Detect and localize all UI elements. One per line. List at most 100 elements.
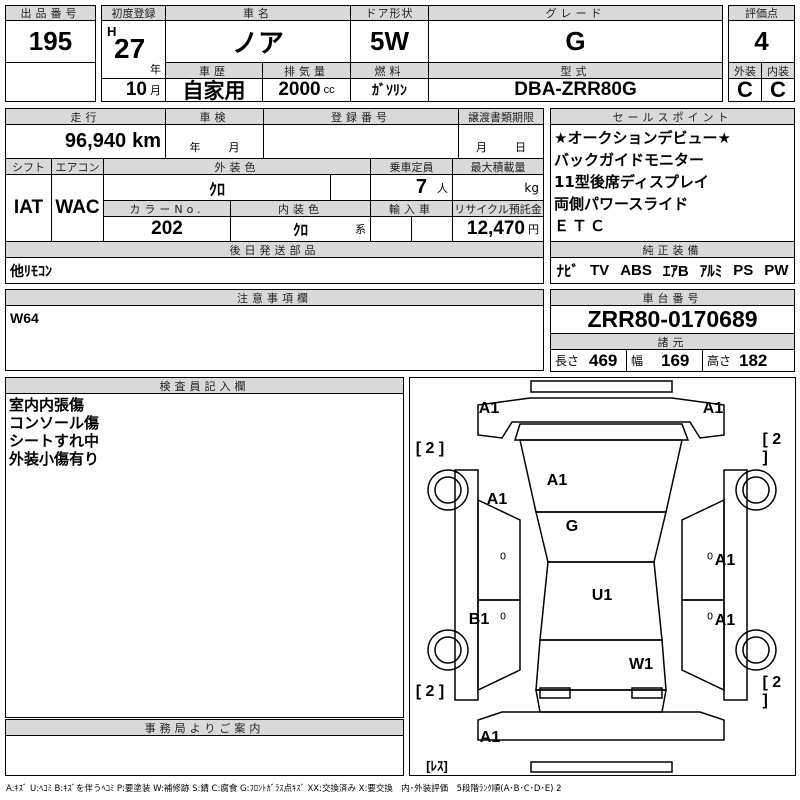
sale-point: ★オークションデビュー★ bbox=[554, 129, 731, 147]
equipment-item: ﾅﾋﾞ bbox=[556, 263, 580, 280]
damage-mark: A1 bbox=[702, 400, 724, 417]
recycle-number: 12,470 bbox=[466, 218, 525, 239]
notes-value: W64 bbox=[5, 305, 544, 371]
chassis-value: ZRR80-0170689 bbox=[550, 305, 795, 334]
damage-mark: A1 bbox=[486, 491, 508, 508]
inspector-note: 室内内張傷 bbox=[9, 396, 85, 414]
later-parts-label: 後日発送部品 bbox=[5, 241, 544, 258]
inspection-label: 車検 bbox=[165, 108, 264, 125]
door-marker: 0 bbox=[706, 551, 714, 563]
damage-mark: W1 bbox=[629, 656, 653, 673]
door-marker: 0 bbox=[499, 611, 507, 623]
reg-number-value bbox=[263, 124, 459, 159]
damage-mark: [ 2 ] bbox=[415, 683, 445, 700]
car-name-label: 車名 bbox=[165, 5, 351, 21]
legend: A:ｷｽﾞ U:ﾍｺﾐ B:ｷｽﾞを伴うﾍｺﾐ P:要塗装 W:補修跡 S:錆 … bbox=[6, 784, 562, 794]
capacity-unit: 人 bbox=[437, 182, 448, 195]
model-value: DBA-ZRR80G bbox=[428, 78, 723, 102]
damage-mark: [ 2 ] bbox=[415, 440, 445, 457]
car-diagram bbox=[409, 377, 796, 776]
int-score: C bbox=[761, 78, 795, 102]
door-marker: 0 bbox=[499, 551, 507, 563]
year-unit: 年 bbox=[150, 64, 161, 76]
ext-color-blank bbox=[330, 174, 371, 201]
inspection-year-unit: 年 bbox=[189, 141, 201, 154]
equipment-item: ｱﾙﾐ bbox=[699, 263, 723, 280]
max-load-label: 最大積載量 bbox=[452, 158, 544, 175]
inspection-month-unit: 月 bbox=[228, 141, 240, 154]
recycle-label: リサイクル預託金 bbox=[452, 200, 544, 217]
displacement-unit: cc bbox=[323, 84, 335, 96]
equipment-item: ABS bbox=[620, 262, 652, 279]
width-label: 幅 bbox=[631, 354, 644, 368]
month-unit: 月 bbox=[150, 85, 161, 97]
door-value: 5W bbox=[350, 20, 429, 63]
displacement-label: 排気量 bbox=[262, 62, 351, 79]
int-color-label: 内装色 bbox=[230, 200, 371, 217]
shift-value: IAT bbox=[5, 174, 52, 242]
score-value: 4 bbox=[728, 20, 795, 63]
damage-mark: A1 bbox=[479, 729, 501, 746]
specs-label: 諸元 bbox=[550, 333, 795, 350]
chassis-label: 車台番号 bbox=[550, 289, 795, 306]
sale-point: 両側パワースライド bbox=[554, 195, 689, 213]
equipment-list: ﾅﾋﾞ TV ABS ｴｱB ｱﾙﾐ PS PW bbox=[550, 257, 795, 284]
import-value-1 bbox=[370, 216, 412, 242]
int-color-unit: 系 bbox=[355, 224, 366, 236]
era: H bbox=[107, 24, 117, 39]
damage-mark: A1 bbox=[546, 472, 568, 489]
length-value: 469 bbox=[589, 350, 618, 370]
equipment-item: PS bbox=[733, 262, 754, 279]
model-label: 型式 bbox=[428, 62, 723, 79]
shift-label: シフト bbox=[5, 158, 52, 175]
inspector-notes: 室内内張傷 コンソール傷 シートすれ中 外装小傷有り bbox=[5, 393, 404, 718]
lot-blank bbox=[5, 62, 96, 102]
damage-mark: A1 bbox=[714, 552, 736, 569]
int-score-label: 内装 bbox=[761, 62, 795, 79]
lot-number: 195 bbox=[5, 20, 96, 63]
reg-number-label: 登録番号 bbox=[263, 108, 459, 125]
int-color-text: ｸﾛ bbox=[292, 221, 308, 239]
damage-mark: U1 bbox=[591, 587, 613, 604]
damage-mark: B1 bbox=[468, 611, 490, 628]
ext-color-label: 外装色 bbox=[103, 158, 371, 175]
sale-point: ＥＴＣ bbox=[554, 217, 609, 235]
damage-mark: [ 2 ] bbox=[762, 674, 782, 709]
color-no-value: 202 bbox=[103, 216, 231, 242]
transfer-label: 譲渡書類期限 bbox=[458, 108, 544, 125]
import-label: 輸入車 bbox=[370, 200, 453, 217]
recycle-unit: 円 bbox=[528, 224, 539, 236]
score-label: 評価点 bbox=[728, 5, 795, 21]
displacement-number: 2000 bbox=[278, 79, 321, 100]
damage-mark: [ﾚｽ] bbox=[426, 758, 448, 774]
equipment-item: TV bbox=[590, 262, 610, 279]
year: 27 bbox=[114, 33, 146, 64]
damage-mark: [ 2 ] bbox=[762, 431, 782, 466]
later-parts-value: 他ﾘﾓｺﾝ bbox=[5, 257, 544, 284]
month: 10 bbox=[125, 79, 147, 100]
mileage-number: 96,940 bbox=[64, 130, 127, 152]
first-reg-year: H 27 年 bbox=[101, 20, 166, 79]
car-name: ノア bbox=[165, 20, 351, 63]
transfer-day-unit: 日 bbox=[515, 141, 526, 154]
damage-mark: A1 bbox=[478, 400, 500, 417]
transfer-month-unit: 月 bbox=[476, 141, 487, 154]
fuel-label: 燃料 bbox=[350, 62, 429, 79]
inspector-note: シートすれ中 bbox=[9, 432, 100, 450]
sale-points-list: ★オークションデビュー★ バックガイドモニター 11型後席ディスプレイ 両側パワ… bbox=[550, 124, 795, 242]
lot-label: 出品番号 bbox=[5, 5, 96, 21]
height-value: 182 bbox=[739, 350, 768, 370]
length-label: 長さ bbox=[555, 354, 580, 368]
grade-label: グレード bbox=[428, 5, 723, 21]
damage-mark: A1 bbox=[714, 612, 736, 629]
color-no-label: カラーNo. bbox=[103, 200, 231, 217]
transfer-value: 月日 bbox=[458, 124, 544, 159]
door-marker: 0 bbox=[706, 611, 714, 623]
mileage-unit: km bbox=[132, 130, 161, 152]
sale-points-label: セールスポイント bbox=[550, 108, 795, 125]
